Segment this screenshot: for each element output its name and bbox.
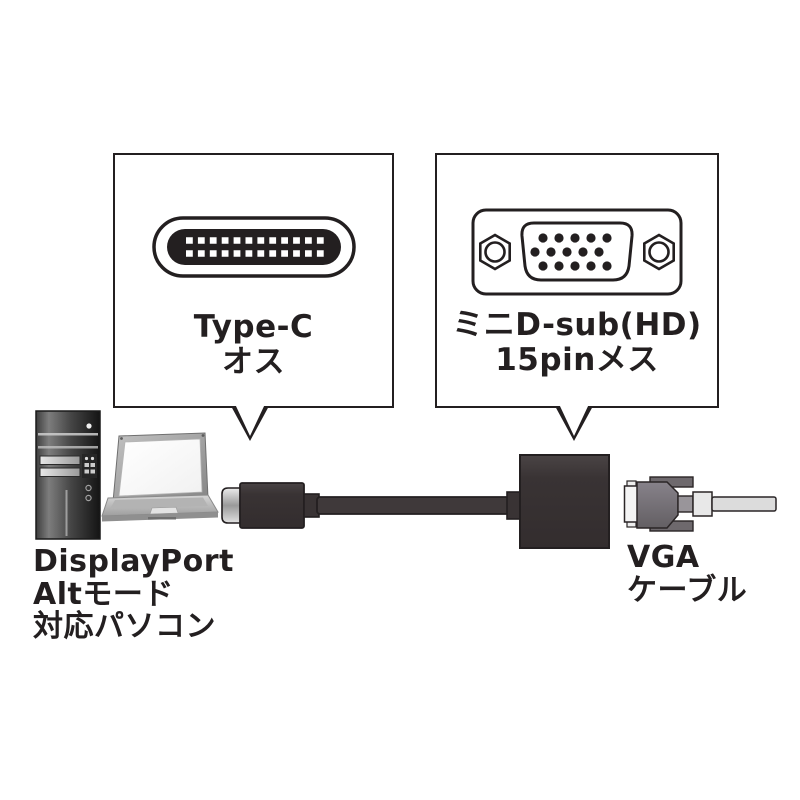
laptop-icon: [100, 428, 222, 530]
usb-type-c-connector-icon: [115, 216, 392, 282]
usb-c-to-vga-adapter-icon: [218, 450, 618, 559]
type-c-label-line1: Type-C: [193, 309, 314, 345]
caption-vga-cable: VGA ケーブル: [627, 540, 748, 608]
caption-source-pc: DisplayPort Altモード 対応パソコン: [33, 544, 234, 644]
caption-vga-line2: ケーブル: [627, 572, 748, 608]
vga-cable-connector-icon: [620, 473, 780, 539]
mini-dsub-hd15-connector-icon: [437, 208, 717, 300]
dsub-label-line2: 15pinメス: [495, 342, 659, 378]
caption-pc-line3: 対応パソコン: [33, 609, 216, 644]
callout-type-c-label: Type-C オス: [115, 310, 392, 380]
callout-dsub-label: ミニD-sub(HD) 15pinメス: [437, 308, 717, 378]
callout-dsub: ミニD-sub(HD) 15pinメス: [435, 153, 719, 441]
caption-vga-line1: VGA: [627, 540, 700, 575]
callout-pointer-fill: [559, 404, 589, 436]
callout-pointer-fill: [235, 404, 265, 436]
type-c-label-line2: オス: [222, 344, 285, 380]
caption-pc-line2: Altモード: [33, 576, 174, 612]
dsub-label-line1: ミニD-sub(HD): [452, 307, 702, 343]
callout-type-c: Type-C オス: [113, 153, 394, 441]
caption-pc-line1: DisplayPort: [33, 544, 234, 579]
desktop-tower-icon: [35, 410, 101, 544]
